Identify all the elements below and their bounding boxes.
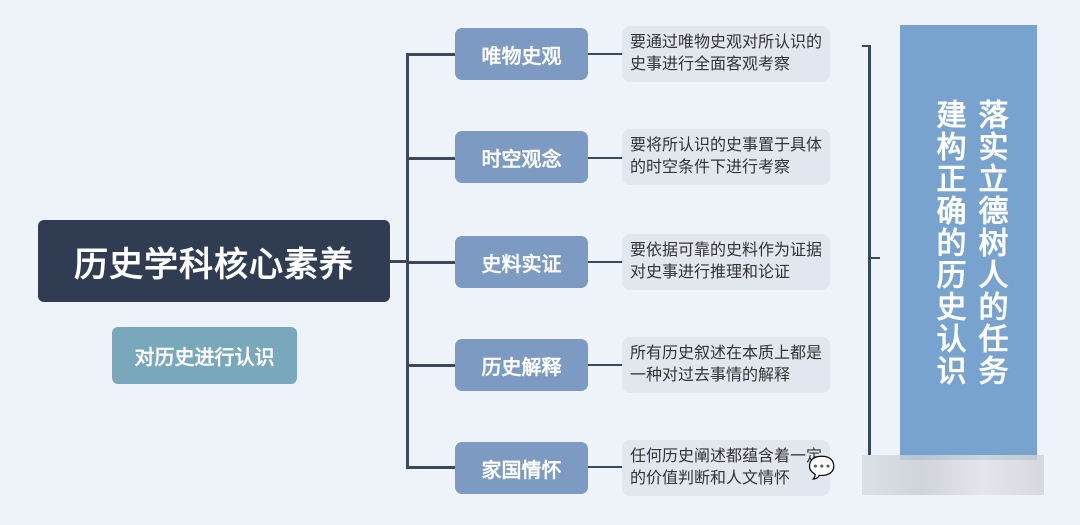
branch-line xyxy=(406,157,455,160)
goal-box: 落实立德树人的任务 建构正确的历史认识 xyxy=(900,25,1037,460)
goal-line-2: 建构正确的历史认识 xyxy=(930,98,966,387)
desc-line xyxy=(588,466,622,468)
root-subtitle: 对历史进行认识 xyxy=(112,327,297,384)
desc-line xyxy=(588,261,622,263)
branch-node-spacetime: 时空观念 xyxy=(455,131,588,183)
branch-description: 要将所认识的史事置于具体的时空条件下进行考察 xyxy=(622,129,830,185)
branch-node-patriotism: 家国情怀 xyxy=(455,442,588,494)
bracket-tick xyxy=(868,257,880,259)
branch-line xyxy=(406,466,455,469)
bracket-top xyxy=(862,45,870,47)
goal-text: 落实立德树人的任务 建构正确的历史认识 xyxy=(927,99,1011,387)
bracket-line xyxy=(868,45,871,455)
desc-line xyxy=(588,157,622,159)
branch-description: 所有历史叙述在本质上都是一种对过去事情的解释 xyxy=(622,337,830,393)
desc-line xyxy=(588,53,622,55)
branch-description: 任何历史阐述都蕴含着一定的价值判断和人文情怀 xyxy=(622,440,830,496)
watermark-blur xyxy=(862,455,1044,495)
root-connector xyxy=(390,260,408,263)
goal-line-1: 落实立德树人的任务 xyxy=(972,98,1008,387)
trunk-line xyxy=(406,53,409,468)
wechat-icon: 💬 xyxy=(808,456,836,481)
branch-description: 要依据可靠的史料作为证据对史事进行推理和论证 xyxy=(622,234,830,290)
branch-line xyxy=(406,53,455,56)
desc-line xyxy=(588,364,622,366)
branch-node-evidence: 史料实证 xyxy=(455,236,588,288)
branch-line xyxy=(406,364,455,367)
branch-description: 要通过唯物史观对所认识的史事进行全面客观考察 xyxy=(622,26,830,82)
branch-node-interpretation: 历史解释 xyxy=(455,339,588,391)
root-node: 历史学科核心素养 xyxy=(38,220,390,302)
branch-line xyxy=(406,261,455,264)
branch-node-materialism: 唯物史观 xyxy=(455,28,588,80)
